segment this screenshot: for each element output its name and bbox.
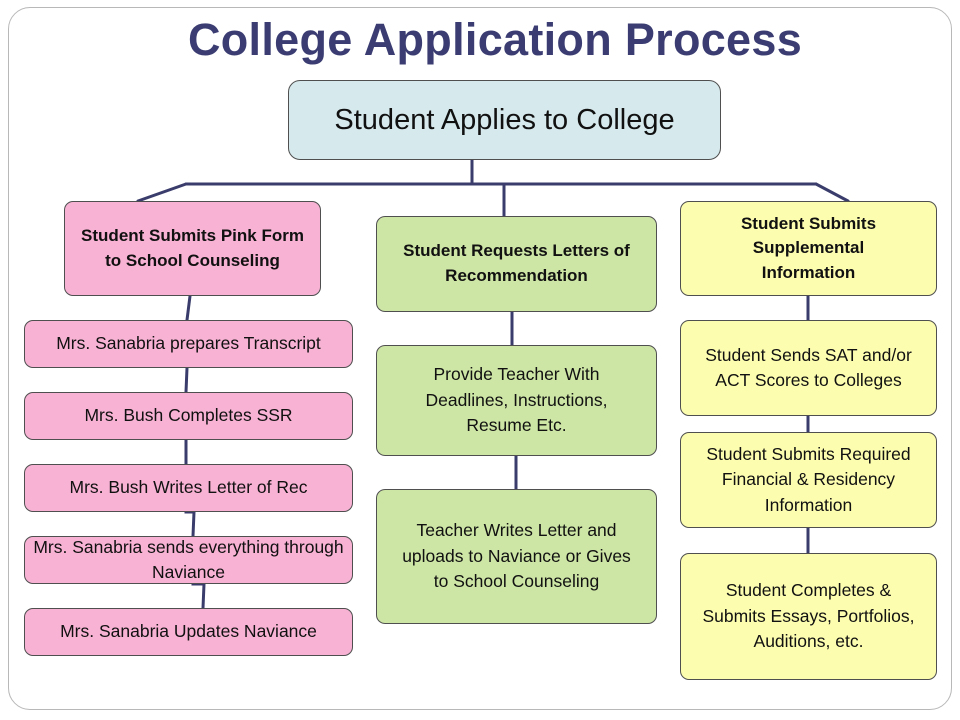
- middle-header-node: Student Requests Letters of Recommendati…: [376, 216, 657, 312]
- right-step-3: Student Completes & Submits Essays, Port…: [680, 553, 937, 680]
- left-step-3: Mrs. Bush Writes Letter of Rec: [24, 464, 353, 512]
- left-step-1: Mrs. Sanabria prepares Transcript: [24, 320, 353, 368]
- root-node: Student Applies to College: [288, 80, 721, 160]
- left-header-node: Student Submits Pink Form to School Coun…: [64, 201, 321, 296]
- middle-step-2: Teacher Writes Letter and uploads to Nav…: [376, 489, 657, 624]
- left-step-2: Mrs. Bush Completes SSR: [24, 392, 353, 440]
- right-step-2: Student Submits Required Financial & Res…: [680, 432, 937, 528]
- connector-right-header: [814, 182, 850, 203]
- left-step-4: Mrs. Sanabria sends everything through N…: [24, 536, 353, 584]
- page-title: College Application Process: [187, 14, 803, 65]
- right-step-1: Student Sends SAT and/or ACT Scores to C…: [680, 320, 937, 416]
- middle-step-1: Provide Teacher With Deadlines, Instruct…: [376, 345, 657, 456]
- connector-left-header: [136, 182, 188, 203]
- right-header-node: Student Submits Supplemental Information: [680, 201, 937, 296]
- left-step-5: Mrs. Sanabria Updates Naviance: [24, 608, 353, 656]
- slide-frame: [8, 7, 952, 710]
